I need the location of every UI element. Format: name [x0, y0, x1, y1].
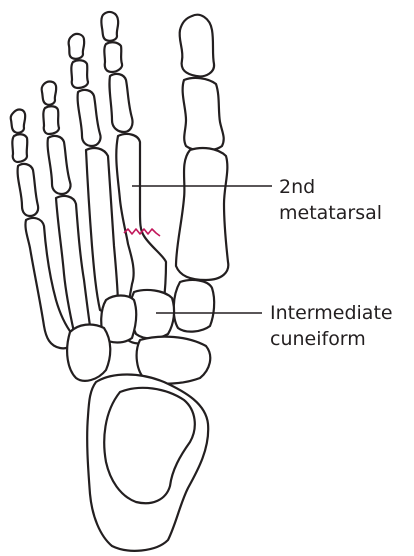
great-toe [176, 15, 228, 280]
third-metatarsal [86, 148, 118, 312]
midfoot-bones [67, 280, 214, 384]
fifth-toe-distal-phalanx [11, 110, 25, 133]
hindfoot-bones [87, 375, 208, 551]
third-toe-proximal-phalanx [78, 90, 101, 146]
second-metatarsal-label: 2nd metatarsal [279, 174, 382, 226]
fifth-toe-middle-phalanx [12, 134, 27, 162]
fifth-toe-proximal-phalanx [18, 164, 39, 216]
intermediate-cuneiform-label-line2: cuneiform [270, 326, 393, 352]
second-toe-distal-phalanx [101, 12, 118, 41]
fourth-toe-middle-phalanx [43, 106, 59, 134]
second-metatarsal-label-line1: 2nd [279, 174, 382, 200]
fourth-toe-distal-phalanx [42, 82, 57, 105]
second-toe-middle-phalanx [104, 42, 122, 72]
intermediate-cuneiform-label-line1: Intermediate [270, 300, 393, 326]
medial-cuneiform [174, 280, 214, 332]
great-toe-proximal-phalanx [183, 78, 224, 151]
great-toe-distal-phalanx [180, 15, 214, 77]
first-metatarsal [176, 148, 228, 280]
third-toe-distal-phalanx [69, 34, 85, 59]
fourth-toe-proximal-phalanx [48, 136, 71, 194]
third-toe-middle-phalanx [71, 60, 88, 88]
second-metatarsal-label-line2: metatarsal [279, 200, 382, 226]
cuboid [67, 325, 110, 381]
second-toe-proximal-phalanx [109, 74, 132, 132]
intermediate-cuneiform-label: Intermediate cuneiform [270, 300, 393, 352]
